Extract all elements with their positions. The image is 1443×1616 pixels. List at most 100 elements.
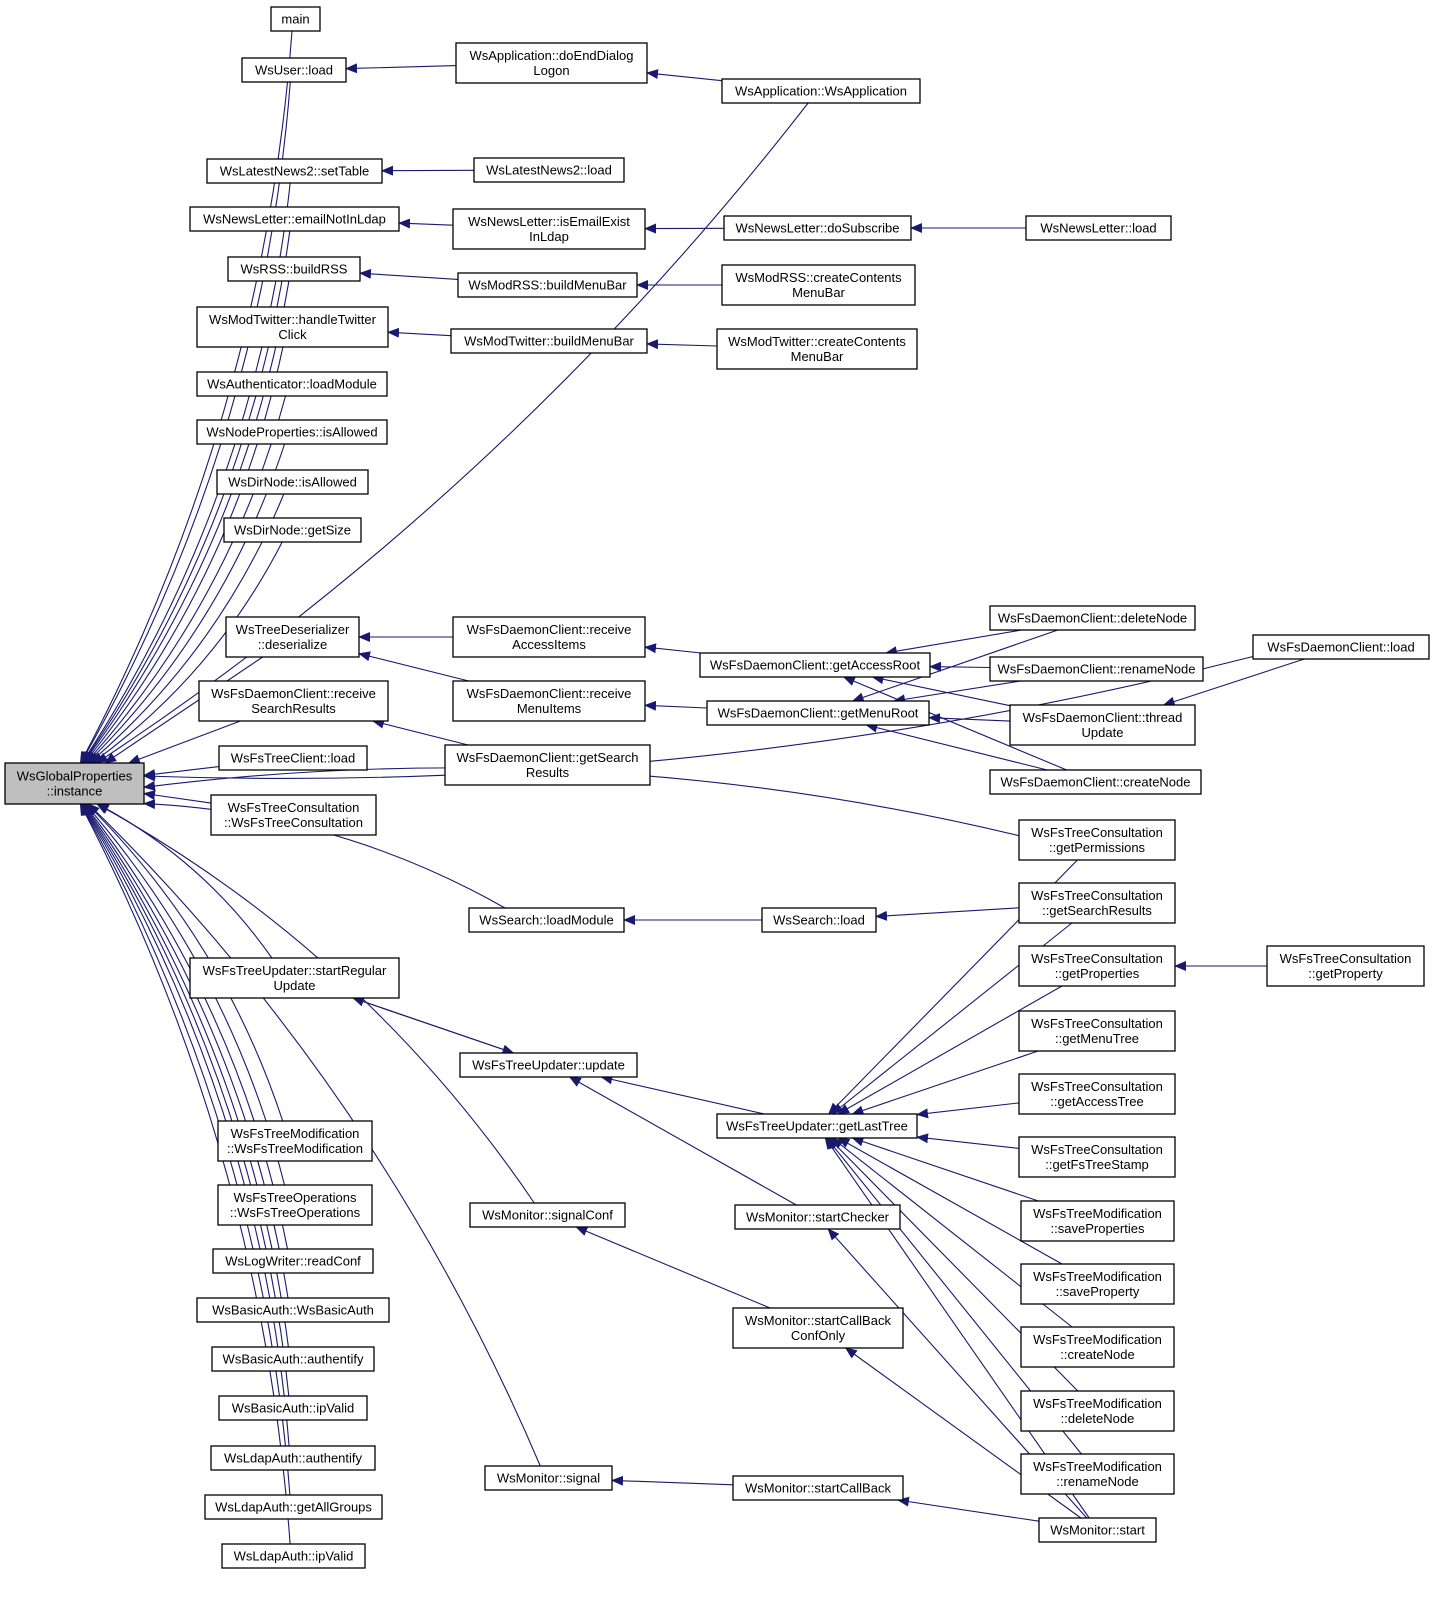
function-node[interactable]: WsFsDaemonClient::getAccessRoot: [699, 652, 931, 678]
function-node[interactable]: WsFsDaemonClient::getSearchResults: [444, 744, 651, 786]
function-node[interactable]: WsFsTreeModification::WsFsTreeModificati…: [217, 1120, 373, 1162]
function-node[interactable]: WsFsTreeConsultation::getFsTreeStamp: [1018, 1136, 1176, 1178]
function-node[interactable]: WsFsDaemonClient::createNode: [989, 769, 1202, 795]
function-node[interactable]: WsNodeProperties::isAllowed: [196, 419, 388, 445]
function-node[interactable]: WsMonitor::signal: [484, 1465, 613, 1491]
function-node[interactable]: WsFsTreeClient::load: [218, 745, 368, 771]
edge-line: [896, 1496, 1040, 1522]
node-box: [196, 1297, 390, 1323]
node-box: [1020, 1453, 1175, 1495]
edge-line: [87, 803, 541, 1467]
function-node[interactable]: WsLdapAuth::ipValid: [221, 1543, 366, 1569]
function-node[interactable]: WsSearch::loadModule: [468, 907, 625, 933]
function-node[interactable]: WsNewsLetter::emailNotInLdap: [189, 206, 400, 232]
node-label: WsFsDaemonClient::deleteNode: [998, 611, 1187, 626]
function-node[interactable]: WsFsTreeConsultation::getMenuTree: [1018, 1010, 1176, 1052]
function-node[interactable]: WsNewsLetter::doSubscribe: [723, 215, 912, 241]
node-label: WsLdapAuth::getAllGroups: [215, 1500, 372, 1515]
node-box: [225, 616, 360, 658]
call-edge: [86, 803, 284, 1122]
edge-line: [875, 907, 1020, 921]
function-node[interactable]: WsLdapAuth::getAllGroups: [204, 1494, 383, 1520]
call-edge: [916, 1102, 1020, 1119]
function-node[interactable]: WsFsTreeConsultation::getSearchResults: [1018, 882, 1176, 924]
call-edge: [143, 655, 1254, 782]
node-label: Click: [278, 327, 307, 342]
function-node[interactable]: WsFsTreeModification::saveProperty: [1020, 1263, 1175, 1305]
function-node[interactable]: WsMonitor::signalConf: [469, 1202, 626, 1228]
root-function-node[interactable]: WsGlobalProperties::instance: [4, 762, 145, 805]
function-node[interactable]: WsBasicAuth::ipValid: [218, 1395, 368, 1421]
call-edge: [837, 985, 1063, 1115]
edge-line: [842, 676, 1067, 771]
node-label: MenuItems: [517, 701, 582, 716]
node-label: ::instance: [47, 784, 103, 799]
function-node[interactable]: WsNewsLetter::load: [1025, 215, 1172, 241]
function-node[interactable]: WsFsTreeModification::createNode: [1020, 1326, 1175, 1368]
function-node[interactable]: WsFsTreeModification::renameNode: [1020, 1453, 1175, 1495]
function-node[interactable]: WsFsTreeModification::saveProperties: [1020, 1200, 1175, 1242]
edge-line: [86, 803, 284, 1122]
node-box: [989, 605, 1196, 631]
function-node[interactable]: WsFsTreeConsultation::WsFsTreeConsultati…: [210, 794, 377, 836]
function-node[interactable]: WsFsTreeConsultation::getProperties: [1018, 945, 1176, 987]
function-node[interactable]: WsFsTreeUpdater::getLastTree: [716, 1113, 918, 1139]
function-node[interactable]: WsApplication::WsApplication: [721, 78, 921, 104]
node-label: WsFsTreeModification: [1033, 1206, 1162, 1221]
function-node[interactable]: WsModTwitter::buildMenuBar: [450, 328, 648, 354]
node-label: ::WsFsTreeOperations: [230, 1205, 361, 1220]
function-node[interactable]: WsFsTreeUpdater::update: [459, 1052, 638, 1078]
function-node[interactable]: WsDirNode::isAllowed: [216, 469, 369, 495]
node-box: [189, 206, 400, 232]
function-node[interactable]: WsMonitor::start: [1038, 1517, 1157, 1543]
node-label: ::getProperty: [1308, 966, 1383, 981]
call-edge: [387, 327, 452, 338]
node-label: WsLatestNews2::load: [486, 163, 612, 178]
function-node[interactable]: WsBasicAuth::authentify: [211, 1346, 375, 1372]
function-node[interactable]: WsBasicAuth::WsBasicAuth: [196, 1297, 390, 1323]
node-box: [1038, 1517, 1157, 1543]
function-node[interactable]: WsFsDaemonClient::load: [1252, 634, 1430, 660]
function-node[interactable]: WsRSS::buildRSS: [227, 256, 361, 282]
node-box: [223, 517, 362, 543]
function-node[interactable]: WsFsTreeConsultation::getPermissions: [1018, 819, 1176, 861]
node-label: WsFsTreeClient::load: [231, 751, 356, 766]
function-node[interactable]: WsFsTreeConsultation::getProperty: [1266, 945, 1425, 987]
function-node[interactable]: WsMonitor::startChecker: [734, 1204, 901, 1230]
function-node[interactable]: WsUser::load: [241, 57, 347, 83]
function-node[interactable]: WsAuthenticator::loadModule: [196, 371, 388, 397]
function-node[interactable]: WsFsDaemonClient::getMenuRoot: [706, 700, 930, 726]
function-node[interactable]: WsTreeDeserializer::deserialize: [225, 616, 360, 658]
node-label: WsFsDaemonClient::receive: [467, 686, 632, 701]
node-box: [706, 700, 930, 726]
function-node[interactable]: WsLatestNews2::load: [473, 157, 625, 183]
function-node[interactable]: WsLatestNews2::setTable: [206, 158, 383, 184]
function-node[interactable]: WsModRSS::buildMenuBar: [457, 272, 638, 298]
node-box: [210, 1445, 376, 1471]
function-node[interactable]: WsFsTreeConsultation::getAccessTree: [1018, 1073, 1176, 1115]
edge-line: [352, 997, 515, 1055]
function-node[interactable]: WsFsTreeModification::deleteNode: [1020, 1390, 1175, 1432]
function-node[interactable]: WsDirNode::getSize: [223, 517, 362, 543]
function-node[interactable]: WsMonitor::startCallBack: [732, 1475, 904, 1501]
function-node[interactable]: WsFsTreeOperations::WsFsTreeOperations: [217, 1184, 373, 1226]
function-node[interactable]: WsSearch::load: [761, 907, 877, 933]
node-label: Results: [526, 765, 570, 780]
function-node[interactable]: WsFsDaemonClient::renameNode: [989, 656, 1204, 682]
node-label: WsNewsLetter::load: [1040, 221, 1156, 236]
function-node[interactable]: WsLogWriter::readConf: [212, 1248, 374, 1274]
function-node[interactable]: WsLdapAuth::authentify: [210, 1445, 376, 1471]
function-node[interactable]: WsFsDaemonClient::deleteNode: [989, 605, 1196, 631]
function-node[interactable]: main: [270, 6, 321, 32]
